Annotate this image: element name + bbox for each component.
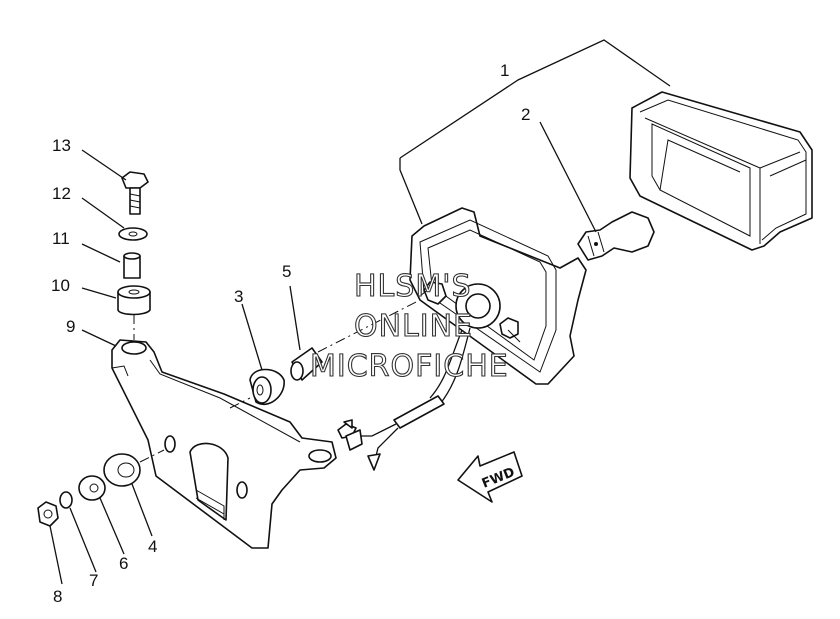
callout-3: 3: [234, 287, 243, 306]
plain-washer: [78, 475, 106, 501]
leader-lines: [49, 39, 671, 585]
mounting-bolt-stack: [117, 171, 151, 340]
callout-5: 5: [282, 262, 291, 281]
callout-1: 1: [500, 61, 509, 80]
callout-2: 2: [521, 105, 530, 124]
callout-13: 13: [52, 136, 71, 155]
wire-harness: [337, 327, 471, 471]
watermark: HLSM'S ONLINE MICROFICHE: [309, 268, 509, 384]
callout-4: 4: [148, 537, 157, 556]
tail-light-bulb: [577, 211, 655, 261]
tail-light-bracket: [111, 339, 337, 549]
callout-6: 6: [119, 554, 128, 573]
spacer-collar: [290, 347, 323, 381]
callout-labels: 1 2 3 4 5 6 7 8 9 10 11 12 13: [51, 61, 530, 606]
watermark-line-1: HLSM'S: [354, 269, 472, 304]
hex-nut: [37, 501, 59, 527]
callout-12: 12: [52, 184, 71, 203]
forward-direction-marker: FWD: [457, 451, 523, 503]
callout-9: 9: [66, 317, 75, 336]
tail-light-housing: [409, 207, 587, 385]
callout-10: 10: [51, 276, 70, 295]
collar-washer: [103, 453, 141, 487]
callout-11: 11: [52, 229, 70, 248]
lock-washer: [59, 491, 73, 509]
tail-light-lens: [629, 91, 813, 251]
watermark-line-3: MICROFICHE: [310, 349, 509, 384]
watermark-line-2: ONLINE: [354, 309, 473, 344]
rubber-grommet: [249, 368, 285, 405]
callout-8: 8: [53, 587, 62, 606]
callout-7: 7: [89, 571, 98, 590]
